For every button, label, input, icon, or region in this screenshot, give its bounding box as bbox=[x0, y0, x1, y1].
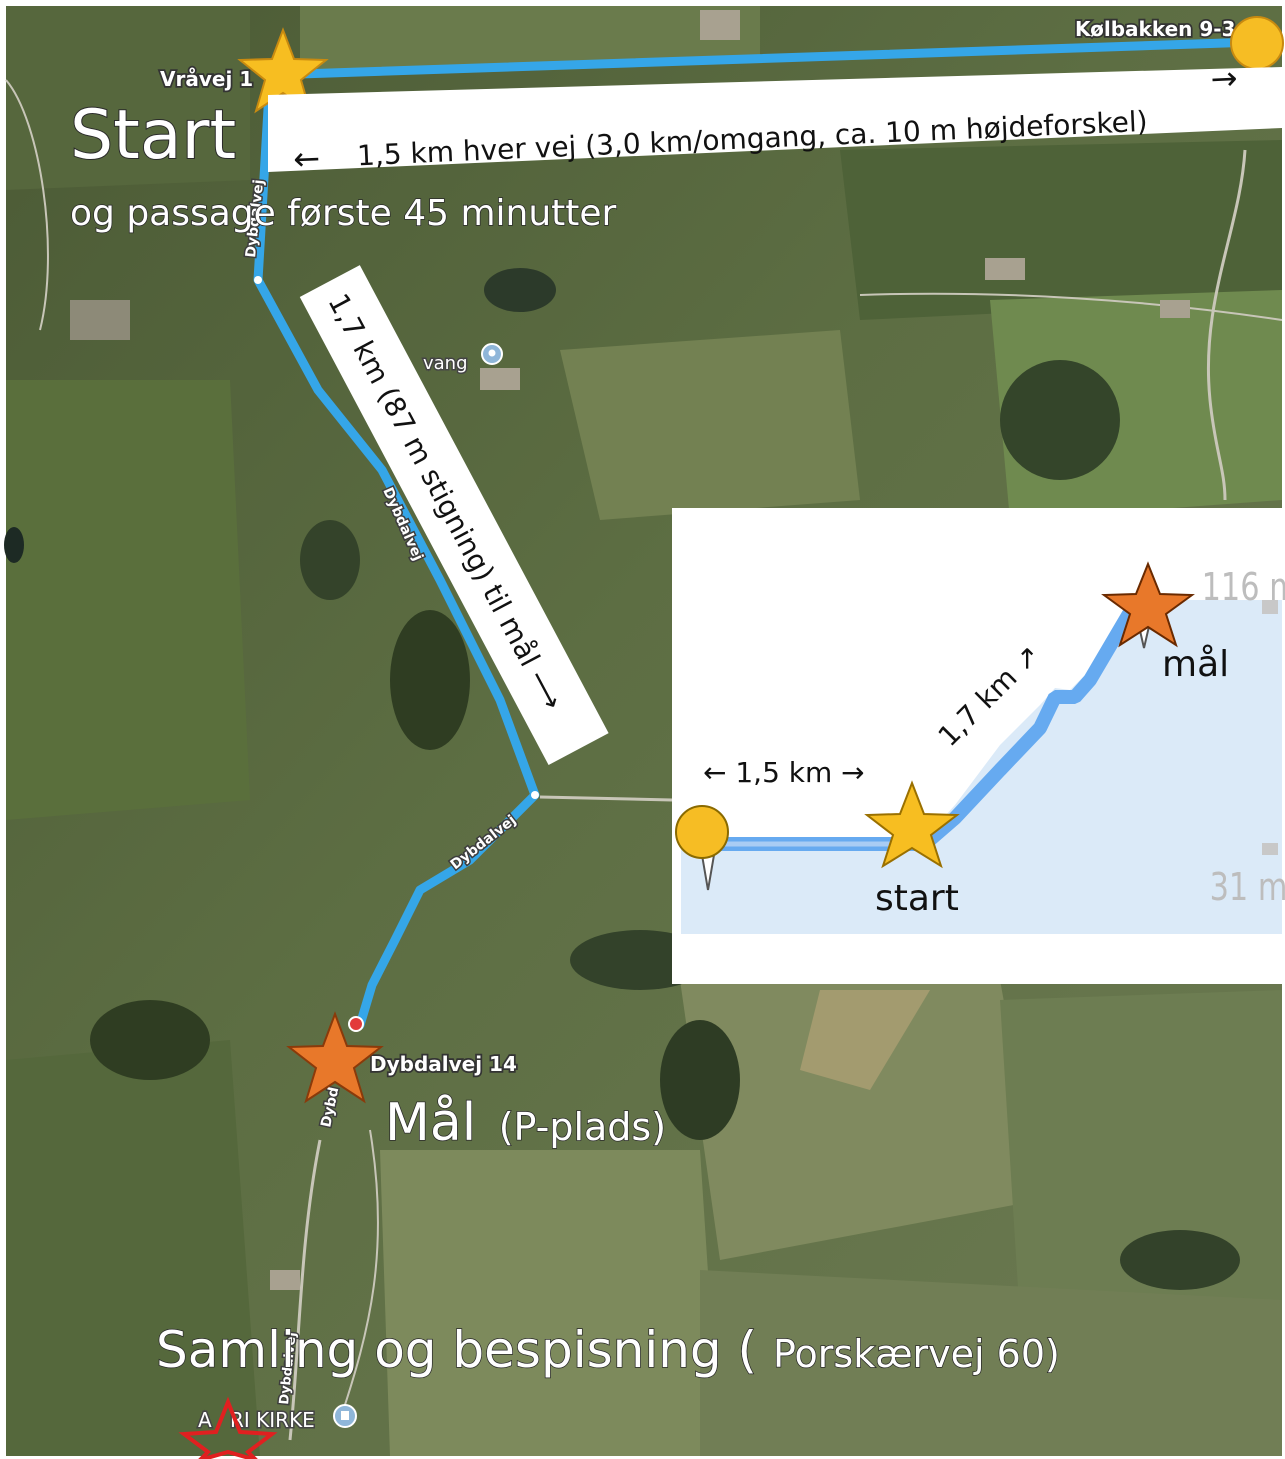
gathering-heading-sub: Porskærvej 60) bbox=[773, 1332, 1060, 1376]
profile-bottom-elevation: 31 m bbox=[1210, 866, 1285, 910]
pin-icon bbox=[481, 343, 503, 365]
start-subheading: og passage første 45 minutter bbox=[70, 193, 617, 234]
finish-heading-main: Mål bbox=[385, 1093, 476, 1153]
profile-start-circle-icon bbox=[675, 805, 729, 859]
finish-heading: Mål (P-plads) bbox=[385, 1093, 666, 1153]
profile-finish-label: mål bbox=[1162, 644, 1229, 685]
route-end-pin-icon bbox=[348, 1016, 364, 1032]
profile-finish-star-icon bbox=[1101, 561, 1195, 648]
start-star-icon bbox=[237, 27, 329, 114]
endpoint-marker-icon bbox=[1230, 16, 1284, 70]
church-star-icon bbox=[178, 1396, 278, 1459]
finish-heading-sub: (P-plads) bbox=[499, 1105, 666, 1149]
start-heading: Start bbox=[70, 96, 236, 175]
top-banner-left-arrow: ← bbox=[292, 139, 320, 178]
profile-top-elevation: 116 m bbox=[1202, 566, 1285, 610]
profile-start-label: start bbox=[875, 878, 959, 919]
place-label-vraavej: Vråvej 1 bbox=[160, 67, 253, 91]
place-label-kirke-b: RI KIRKE bbox=[230, 1408, 315, 1432]
gathering-heading: Samling og bespisning ( Porskærvej 60) bbox=[156, 1321, 1060, 1379]
church-pin-icon bbox=[333, 1404, 357, 1428]
gathering-heading-main: Samling og bespisning ( bbox=[156, 1321, 757, 1379]
top-banner-right-arrow: → bbox=[1210, 59, 1238, 98]
finish-star-icon bbox=[286, 1011, 384, 1104]
elevation-profile: 116 m 31 m ← 1,5 km → 1,7 km ↗ start mål bbox=[672, 508, 1285, 984]
place-label-dybdalvej14: Dybdalvej 14 bbox=[370, 1052, 517, 1076]
profile-flat-distance: ← 1,5 km → bbox=[703, 756, 865, 789]
route-line bbox=[253, 37, 1260, 1030]
place-label-kolbakken: Kølbakken 9-3 bbox=[1075, 17, 1236, 41]
profile-start-star-icon bbox=[864, 780, 960, 869]
place-label-kirke-a: A bbox=[198, 1408, 212, 1432]
place-label-vang: vang bbox=[423, 353, 468, 374]
